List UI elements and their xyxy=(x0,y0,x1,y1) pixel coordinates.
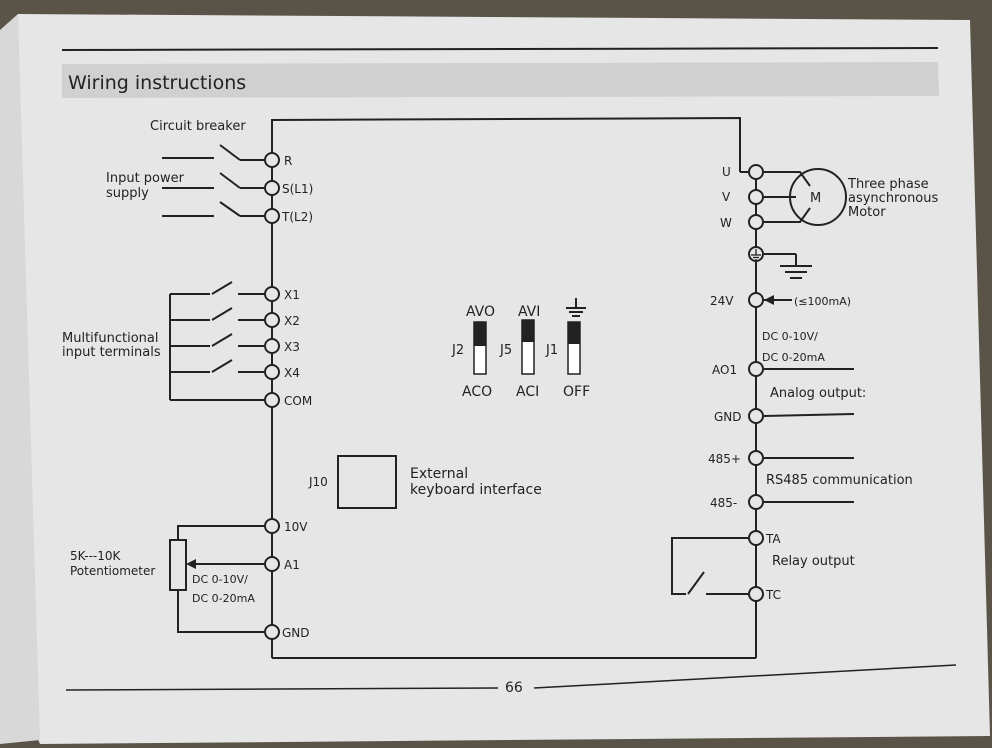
jumper-j5[interactable] xyxy=(521,319,535,375)
label-t: T(L2) xyxy=(281,210,313,224)
label-24v: 24V xyxy=(710,294,734,308)
label-x3: X3 xyxy=(284,340,300,354)
label-ta: TA xyxy=(765,532,781,546)
label-j10: J10 xyxy=(308,475,328,489)
label-asynchronous: asynchronous xyxy=(848,191,939,206)
earth-icon xyxy=(751,249,761,261)
terminal-ao1[interactable] xyxy=(748,361,764,377)
label-a1: A1 xyxy=(284,558,300,572)
jumper-j1[interactable] xyxy=(567,321,581,375)
footer-rule-right xyxy=(533,664,957,689)
terminal-com[interactable] xyxy=(264,392,280,408)
label-multifunctional: Multifunctional xyxy=(62,331,158,346)
label-keyboard-interface: keyboard interface xyxy=(410,482,542,498)
label-input-power: Input power xyxy=(106,171,185,186)
terminal-485n[interactable] xyxy=(748,494,764,510)
terminal-v[interactable] xyxy=(748,189,764,205)
terminal-a1[interactable] xyxy=(264,556,280,572)
label-dc-v-right: DC 0-10V/ xyxy=(762,330,818,343)
header-rule xyxy=(61,47,939,51)
wiring-lines xyxy=(162,116,855,659)
jumper-j2[interactable] xyxy=(473,321,487,375)
box-top xyxy=(271,116,741,172)
label-external: External xyxy=(410,466,468,482)
terminal-x2[interactable] xyxy=(264,312,280,328)
right-terminals xyxy=(748,164,764,602)
terminal-u[interactable] xyxy=(748,164,764,180)
left-page-edge xyxy=(0,14,40,744)
label-dc-ma-left: DC 0-20mA xyxy=(192,592,255,605)
terminal-r[interactable] xyxy=(264,152,280,168)
terminal-10v[interactable] xyxy=(264,518,280,534)
label-j2: J2 xyxy=(451,343,464,358)
label-relay-output: Relay output xyxy=(772,554,855,569)
label-dc-v-left: DC 0-10V/ xyxy=(192,573,248,586)
terminal-t[interactable] xyxy=(264,208,280,224)
label-potentiometer: Potentiometer xyxy=(70,564,155,578)
arrow-icon xyxy=(764,295,774,305)
label-x1: X1 xyxy=(284,288,300,302)
label-aci: ACI xyxy=(516,384,539,400)
label-tc: TC xyxy=(765,588,781,602)
paper-sheet xyxy=(18,14,990,744)
page-number: 66 xyxy=(505,680,523,696)
label-s: S(L1) xyxy=(282,182,313,196)
terminal-tc[interactable] xyxy=(748,586,764,602)
label-pot-range: 5K---10K xyxy=(70,549,122,563)
section-title: Wiring instructions xyxy=(68,72,246,94)
terminal-x1[interactable] xyxy=(264,286,280,302)
label-off: OFF xyxy=(563,384,590,400)
label-input-terminals: input terminals xyxy=(62,345,161,360)
terminal-w[interactable] xyxy=(748,214,764,230)
label-com: COM xyxy=(284,394,312,408)
label-485p: 485+ xyxy=(708,452,741,466)
label-u: U xyxy=(722,165,731,179)
label-current-note: (≤100mA) xyxy=(794,295,851,308)
terminal-ta[interactable] xyxy=(748,530,764,546)
terminal-x4[interactable] xyxy=(264,364,280,380)
label-avi: AVI xyxy=(518,304,540,320)
terminal-gnd-left[interactable] xyxy=(264,624,280,640)
label-r: R xyxy=(284,154,292,168)
terminal-s[interactable] xyxy=(264,180,280,196)
label-analog-output: Analog output: xyxy=(770,386,866,401)
label-x4: X4 xyxy=(284,366,300,380)
terminal-24v[interactable] xyxy=(748,292,764,308)
label-gnd-left: GND xyxy=(282,626,310,640)
terminal-485p[interactable] xyxy=(748,450,764,466)
label-x2: X2 xyxy=(284,314,300,328)
label-motor: Motor xyxy=(848,205,886,220)
label-gnd-right: GND xyxy=(714,410,742,424)
title-band xyxy=(62,62,939,98)
label-three-phase: Three phase xyxy=(847,177,929,192)
label-avo: AVO xyxy=(466,304,495,320)
terminal-x3[interactable] xyxy=(264,338,280,354)
label-circuit-breaker: Circuit breaker xyxy=(150,119,246,134)
footer-rule-left xyxy=(65,687,499,691)
label-485n: 485- xyxy=(710,496,737,510)
label-aco: ACO xyxy=(462,384,492,400)
label-10v: 10V xyxy=(284,520,308,534)
terminal-gnd-right[interactable] xyxy=(748,408,764,424)
label-dc-ma-right: DC 0-20mA xyxy=(762,351,825,364)
label-motor-m: M xyxy=(810,191,821,206)
label-rs485: RS485 communication xyxy=(766,473,913,488)
wiper-arrow-icon xyxy=(186,559,196,569)
label-w: W xyxy=(720,216,732,230)
label-v: V xyxy=(722,190,731,204)
label-ao1: AO1 xyxy=(712,363,737,377)
label-supply: supply xyxy=(106,186,149,201)
left-terminals xyxy=(264,152,280,640)
label-j1: J1 xyxy=(545,343,558,358)
label-j5: J5 xyxy=(499,343,512,358)
